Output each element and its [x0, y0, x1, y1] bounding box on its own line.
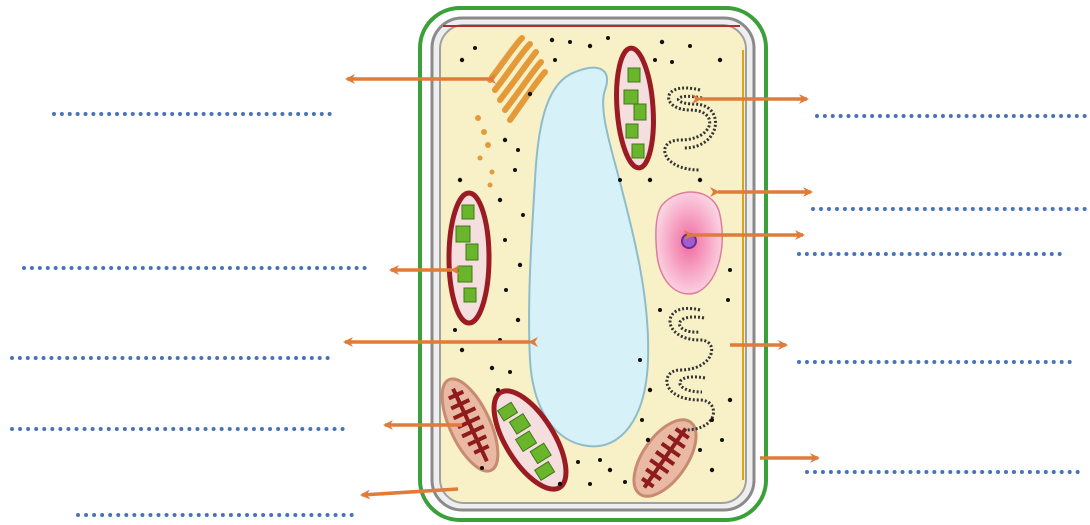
label-blank-golgi[interactable]: [52, 112, 332, 116]
label-blank-cytoplasm[interactable]: [805, 470, 1080, 474]
label-blank-mitochondrion[interactable]: [10, 427, 345, 431]
label-blank-er[interactable]: [815, 114, 1087, 118]
label-blank-cell-membrane[interactable]: [797, 360, 1072, 364]
label-blank-nucleolus[interactable]: [797, 252, 1062, 256]
chloroplast-left: [449, 193, 489, 323]
label-blank-cell-wall[interactable]: [76, 513, 354, 517]
label-blank-chloroplast[interactable]: [22, 266, 367, 270]
label-blank-nucleus[interactable]: [811, 207, 1087, 211]
label-blank-vacuole[interactable]: [10, 356, 330, 360]
